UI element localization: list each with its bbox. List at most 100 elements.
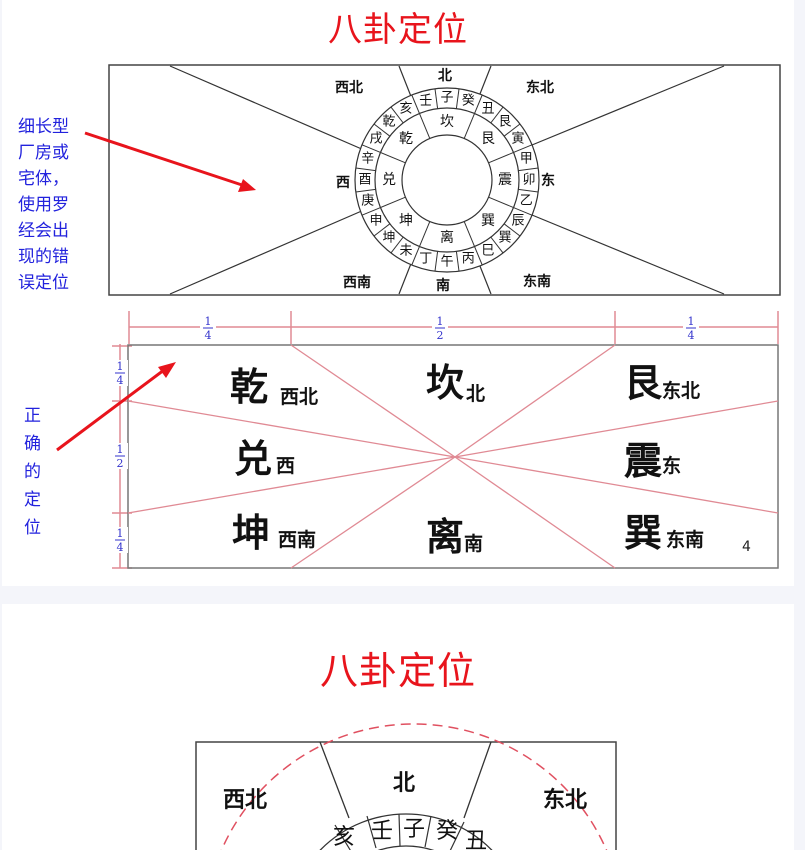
trigram-label: 兑 [382, 172, 396, 188]
grid-diagram: 14 12 14 14 12 14 [112, 311, 779, 569]
mountain-label: 戌 [369, 132, 382, 147]
note-line: 正 [24, 406, 41, 426]
mountain-gui: 癸 [436, 819, 458, 844]
svg-text:4: 4 [205, 329, 212, 342]
trigram-gen: 艮 [624, 360, 663, 405]
note-line: 现的错 [18, 247, 69, 267]
svg-text:4: 4 [117, 374, 124, 387]
mountain-label: 坤 [383, 230, 396, 245]
trigram-label: 巽 [481, 213, 495, 229]
dir-northeast: 东北 [662, 379, 700, 402]
svg-text:1: 1 [117, 443, 124, 456]
mountain-chou: 丑 [465, 829, 487, 850]
compass-diagram: 壬子癸丑艮寅甲卯乙辰巽巳丙午丁未坤申庚酉辛戌乾亥 坎艮震巽离坤兑乾 北 东北 东… [108, 64, 781, 296]
mountain-hai: 亥 [333, 825, 355, 850]
mountain-label: 丙 [462, 252, 475, 267]
slide-card-2: 八卦定位 北 西北 东北 亥 壬 子 癸 丑 [2, 604, 794, 850]
trigram-label: 坤 [399, 213, 413, 229]
label-north: 北 [438, 68, 452, 84]
mountain-label: 丁 [419, 252, 432, 267]
label-southeast: 东南 [523, 273, 551, 290]
svg-text:1: 1 [117, 527, 124, 540]
slide-title: 八卦定位 [319, 649, 476, 693]
note-line: 误定位 [18, 273, 69, 293]
trigram-label: 乾 [399, 131, 413, 147]
compass-diagram-2: 北 西北 东北 亥 壬 子 癸 丑 [195, 723, 617, 850]
dir-north: 北 [466, 383, 485, 405]
label-southwest: 西南 [343, 274, 371, 291]
mountain-label: 子 [440, 91, 453, 106]
note-line: 的 [24, 462, 41, 482]
mountain-label: 庚 [361, 193, 374, 209]
wrong-positioning-note: 细长型 厂房或 宅体， 使用罗 经会出 现的错 误定位 [18, 114, 69, 296]
note-line: 使用罗 [18, 195, 69, 215]
dir-southwest: 西南 [278, 529, 316, 551]
label-northeast: 东北 [543, 787, 587, 813]
mountain-label: 乙 [520, 194, 533, 209]
mountain-label: 乾 [383, 115, 396, 130]
note-line: 厂房或 [18, 143, 69, 163]
svg-text:4: 4 [117, 541, 124, 554]
mountain-label: 甲 [520, 151, 533, 166]
mountain-label: 酉 [358, 173, 371, 188]
mountain-label: 丑 [481, 101, 494, 116]
label-northwest: 西北 [223, 787, 267, 813]
trigram-kun: 坤 [232, 510, 270, 555]
trigram-label: 离 [440, 229, 454, 246]
svg-text:1: 1 [205, 315, 212, 328]
label-northwest: 西北 [335, 80, 363, 96]
trigram-li: 离 [426, 514, 464, 559]
note-line: 经会出 [18, 221, 69, 241]
note-line: 宅体， [18, 169, 69, 189]
trigram-kan: 坎 [426, 360, 464, 405]
mountain-label: 卯 [522, 173, 535, 188]
slide-title: 八卦定位 [328, 10, 468, 50]
correct-positioning-note: 正 确 的 定 位 [24, 402, 41, 542]
trigram-label: 坎 [440, 114, 454, 130]
mountain-label: 寅 [512, 131, 525, 147]
mountain-label: 癸 [462, 93, 475, 108]
mountain-zi: 子 [403, 817, 425, 842]
svg-text:2: 2 [437, 329, 444, 342]
svg-text:1: 1 [117, 360, 124, 373]
trigram-label: 艮 [481, 131, 495, 147]
wrong-arrow [84, 131, 256, 192]
correct-arrow [56, 362, 176, 452]
dir-east: 东 [662, 454, 681, 477]
note-line: 位 [24, 518, 41, 538]
mountain-label: 巳 [481, 244, 494, 259]
dir-south: 南 [464, 533, 483, 555]
mountain-label: 未 [399, 244, 412, 259]
mountain-label: 申 [369, 214, 382, 229]
svg-text:4: 4 [688, 329, 695, 342]
mountain-label: 艮 [498, 115, 511, 130]
mountain-label: 午 [440, 255, 453, 270]
label-north: 北 [393, 770, 415, 796]
trigram-xun: 巽 [624, 510, 662, 555]
mountain-label: 巽 [498, 230, 511, 245]
dir-west: 西 [276, 455, 295, 477]
mountain-label: 辰 [512, 214, 525, 229]
mountain-label: 壬 [419, 93, 432, 108]
diagrams-canvas: 壬子癸丑艮寅甲卯乙辰巽巳丙午丁未坤申庚酉辛戌乾亥 坎艮震巽离坤兑乾 北 东北 东… [56, 64, 781, 569]
mountain-ren: 壬 [371, 819, 393, 844]
mountain-label: 亥 [399, 101, 412, 116]
label-northeast: 东北 [526, 79, 554, 96]
mountain-label: 辛 [361, 151, 374, 166]
trigram-label: 震 [498, 172, 512, 188]
dir-northwest: 西北 [280, 386, 318, 408]
page-number: 4 [742, 539, 751, 555]
label-east: 东 [541, 172, 555, 189]
trigram-zhen: 震 [624, 438, 663, 483]
slide-card-1: 八卦定位 细长型 厂房或 宅体， 使用罗 经会出 现的错 误定位 正 确 的 定… [2, 0, 794, 586]
label-west: 西 [336, 175, 350, 191]
dir-southeast: 东南 [666, 528, 704, 551]
note-line: 细长型 [18, 117, 69, 137]
svg-text:2: 2 [117, 457, 124, 470]
svg-text:1: 1 [437, 315, 444, 328]
note-line: 定 [24, 490, 41, 510]
label-south: 南 [436, 277, 450, 294]
trigram-dui: 兑 [234, 436, 272, 481]
svg-text:1: 1 [688, 315, 695, 328]
trigram-qian: 乾 [230, 364, 268, 409]
